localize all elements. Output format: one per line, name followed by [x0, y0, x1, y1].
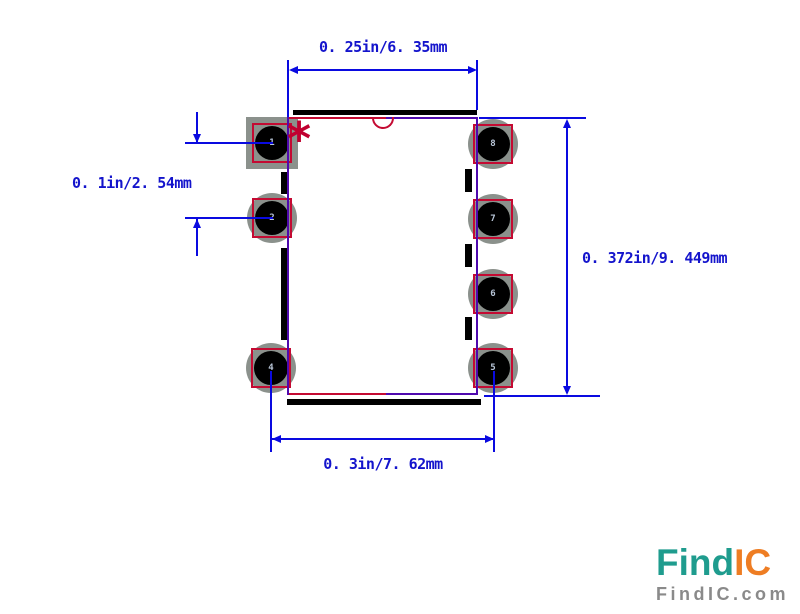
- pin1-marker: *: [287, 112, 312, 166]
- dimension-line: [566, 121, 568, 393]
- arrow-left-icon: [272, 435, 281, 443]
- arrow-down-icon: [193, 134, 201, 143]
- extension-line: [484, 395, 600, 397]
- logo-wordmark: FindIC: [656, 544, 796, 581]
- pad-hole: [476, 277, 510, 311]
- pad-outline: [473, 124, 513, 164]
- arrow-right-icon: [468, 66, 477, 74]
- dimension-line: [272, 438, 493, 440]
- extension-line: [287, 60, 289, 117]
- body-bottom-edge: [288, 393, 386, 395]
- pad-number: 4: [268, 363, 274, 373]
- silkscreen-right-segment: [465, 317, 472, 340]
- extension-line: [476, 60, 478, 110]
- arrow-right-icon: [485, 435, 494, 443]
- pad-hole: [476, 202, 510, 236]
- extension-line: [185, 142, 273, 144]
- arrow-up-icon: [563, 119, 571, 128]
- body-top-edge: [288, 117, 386, 119]
- arrow-left-icon: [289, 66, 298, 74]
- pin1-notch-icon: [372, 117, 394, 129]
- silkscreen-right-segment: [465, 244, 472, 267]
- silkscreen-top-line: [293, 110, 477, 115]
- top-dimension-label: 0. 25in/6. 35mm: [319, 38, 447, 56]
- dimension-line: [291, 69, 475, 71]
- body-left-edge: [287, 117, 289, 395]
- silkscreen-bottom-line: [287, 399, 481, 405]
- logo-text-ic: IC: [734, 542, 772, 583]
- silkscreen-left-segment: [281, 172, 287, 194]
- body-bottom-edge: [386, 393, 478, 395]
- logo-text-find: Find: [656, 542, 735, 583]
- pad-number: 8: [490, 139, 496, 149]
- pad-outline: [473, 274, 513, 314]
- extension-line: [185, 217, 273, 219]
- silkscreen-right-segment: [465, 169, 472, 192]
- body-top-edge: [386, 117, 478, 119]
- pad-hole: [476, 127, 510, 161]
- dimension-line: [196, 219, 198, 256]
- extension-line: [493, 371, 495, 452]
- bottom-dimension-label: 0. 3in/7. 62mm: [323, 455, 443, 473]
- extension-line: [270, 371, 272, 452]
- dimension-line: [196, 112, 198, 142]
- body-right-edge: [476, 117, 478, 395]
- logo-domain: FindIC.com: [656, 584, 789, 604]
- arrow-down-icon: [563, 386, 571, 395]
- pad-number: 6: [490, 289, 496, 299]
- pad-outline: [473, 199, 513, 239]
- pad-number: 5: [490, 363, 496, 373]
- silkscreen-left-segment: [281, 248, 287, 340]
- right-dimension-label: 0. 372in/9. 449mm: [582, 249, 728, 267]
- extension-line: [479, 117, 586, 119]
- left-dimension-label: 0. 1in/2. 54mm: [72, 174, 192, 192]
- pad-number: 7: [490, 214, 496, 224]
- arrow-up-icon: [193, 219, 201, 228]
- findic-logo[interactable]: FindIC FindIC.com: [656, 544, 796, 605]
